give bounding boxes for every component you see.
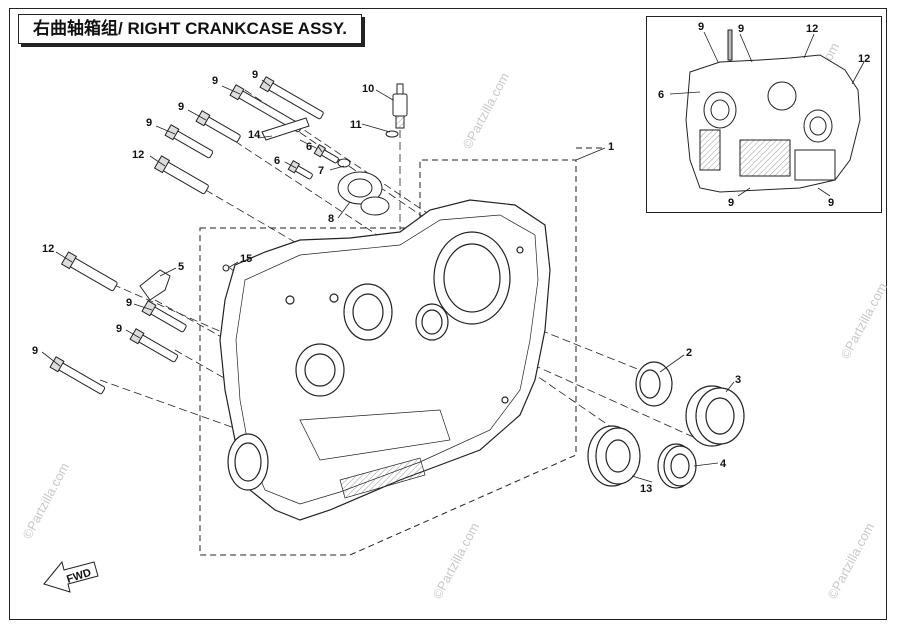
callout-4: 4: [720, 458, 727, 470]
bolts: [49, 76, 339, 395]
inset-callout-9: 9: [728, 197, 734, 209]
inset-callout-12: 12: [858, 53, 870, 65]
bolt-icon: [153, 155, 209, 195]
callout-14: 14: [248, 129, 261, 141]
sensor-icon: [392, 93, 408, 117]
bolt-icon: [259, 76, 324, 120]
callout-11: 11: [350, 119, 362, 131]
inset-callout-9: 9: [738, 23, 744, 35]
callout-9: 9: [252, 69, 258, 81]
bolt-icon: [287, 159, 313, 180]
bolt-icon: [49, 356, 106, 395]
bolt-icon: [60, 251, 118, 292]
title-box: 右曲轴箱组/ RIGHT CRANKCASE ASSY.: [18, 14, 362, 44]
inset-callouts: 9 9 12 12 6 9 9: [658, 21, 870, 209]
watermark: ©Partzilla.com: [837, 280, 890, 361]
callout-10: 10: [362, 83, 374, 95]
callout-7: 7: [318, 165, 324, 177]
callout-5: 5: [178, 261, 184, 273]
inset-callout-9: 9: [698, 21, 704, 33]
sensor-assembly: [337, 83, 408, 216]
watermark: ©Partzilla.com: [19, 460, 72, 541]
callout-9: 9: [126, 297, 132, 309]
bolt-icon: [129, 328, 179, 363]
callout-9: 9: [178, 101, 184, 113]
callout-9: 9: [146, 117, 152, 129]
callout-9: 9: [32, 345, 38, 357]
crankcase-body: [219, 199, 551, 521]
washer-icon: [385, 130, 399, 138]
callout-9: 9: [116, 323, 122, 335]
bolt-icon: [164, 124, 214, 159]
inset-callout-9: 9: [828, 197, 834, 209]
bolt-icon: [141, 300, 187, 333]
diagram-border: [9, 8, 887, 620]
callout-12: 12: [42, 243, 54, 255]
leader-lines: [41, 79, 735, 483]
bracket-icon: [139, 269, 171, 301]
callout-3: 3: [735, 374, 741, 386]
bolt-icon: [313, 143, 339, 164]
callout-6: 6: [274, 155, 280, 167]
bearing-icon: [657, 443, 697, 489]
plug-icon: [337, 158, 351, 168]
watermark: ©Partzilla.com: [824, 520, 877, 601]
callout-2: 2: [686, 347, 692, 359]
callout-15: 15: [240, 253, 252, 265]
callout-6: 6: [306, 141, 312, 153]
inset-callout-12: 12: [806, 23, 818, 35]
bearing-icon: [685, 385, 745, 447]
oil-seal-icon: [635, 361, 673, 407]
forward-arrow-icon: FWD: [43, 560, 99, 593]
callout-8: 8: [328, 213, 334, 225]
callout-13: 13: [640, 483, 652, 495]
watermark: ©Partzilla.com: [459, 70, 512, 151]
bearings: [587, 361, 745, 489]
inset-leader-lines: [669, 31, 865, 197]
bolt-icon: [195, 110, 241, 143]
watermark: ©Partzilla.com: [429, 520, 482, 601]
callouts: 9 9 9 9 12 14 10 11 6 7 6 8 1 12 15 5 9 …: [32, 69, 741, 495]
diagram-title: 右曲轴箱组/ RIGHT CRANKCASE ASSY.: [33, 19, 347, 38]
bearing-icon: [587, 425, 641, 487]
inset-drawing: [685, 29, 861, 193]
pin-icon: [222, 264, 230, 272]
callout-1: 1: [608, 141, 614, 153]
callout-9: 9: [212, 75, 218, 87]
inset-callout-6: 6: [658, 89, 664, 101]
callout-12: 12: [132, 149, 144, 161]
